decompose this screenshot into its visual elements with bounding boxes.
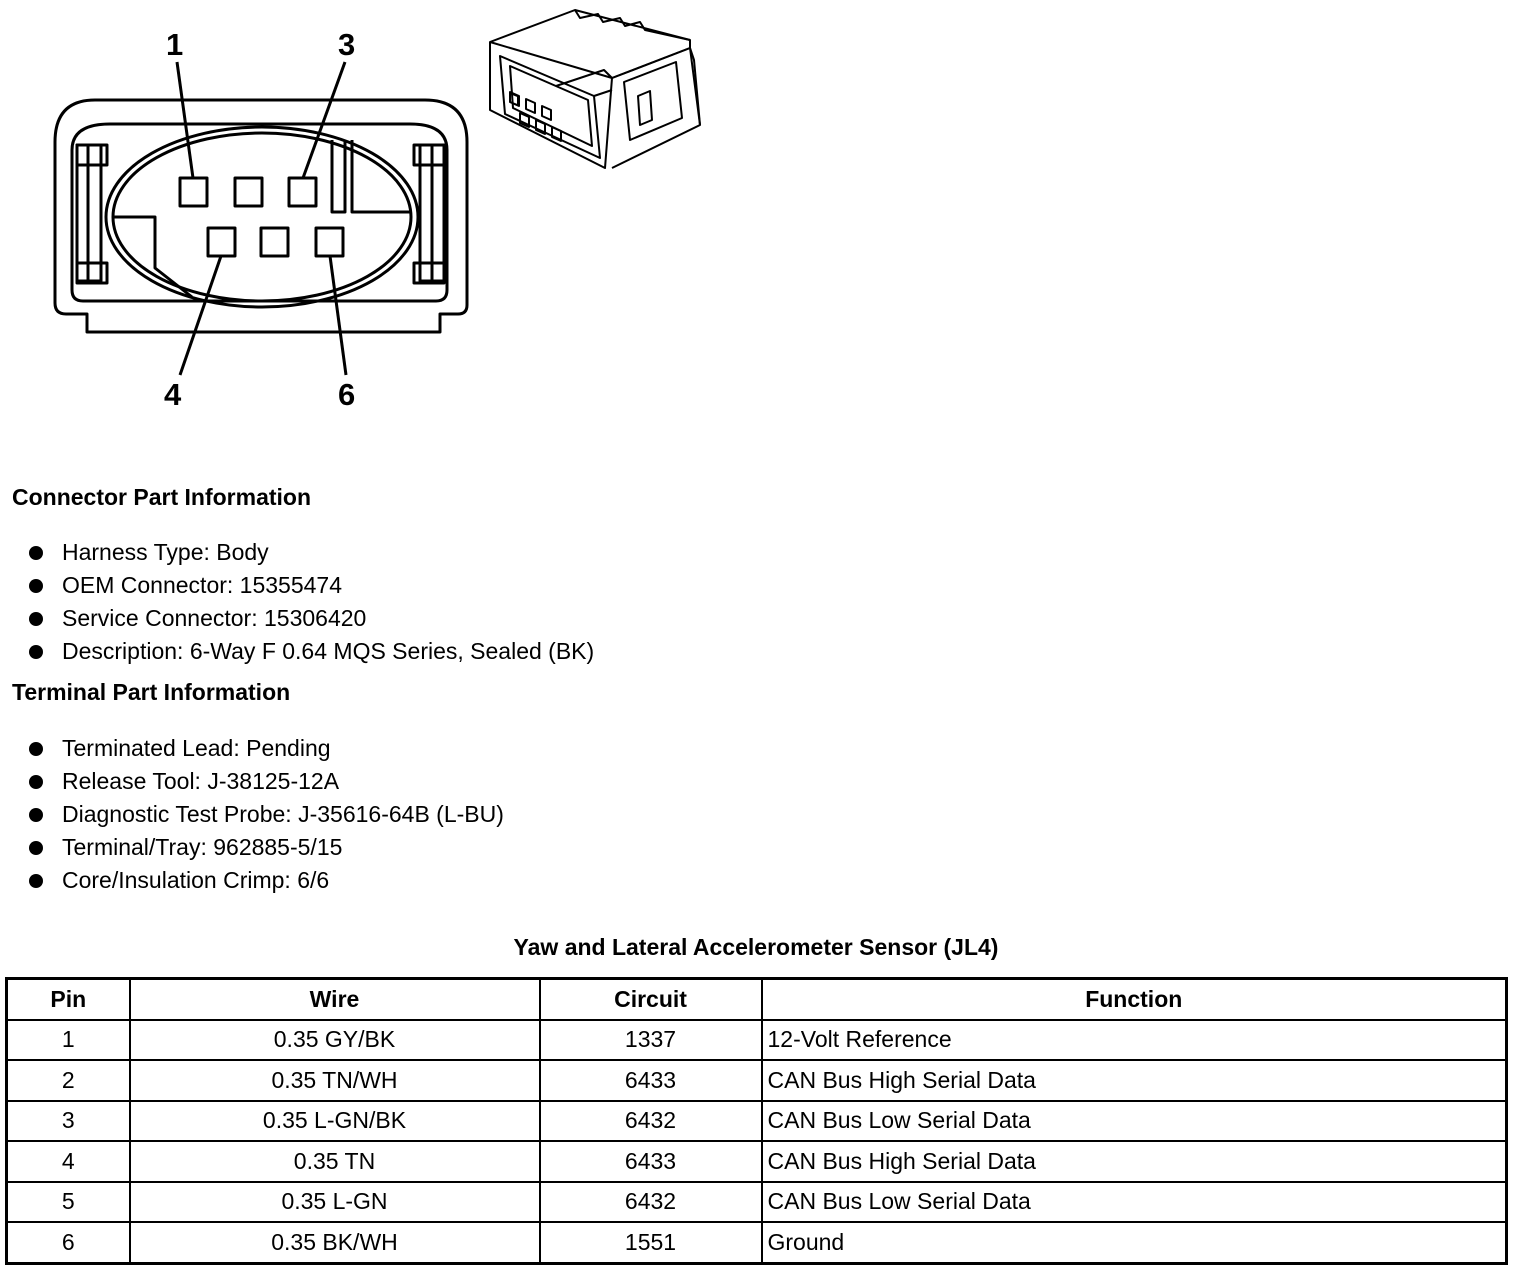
list-item: OEM Connector: 15355474 [0, 569, 594, 602]
wire-cell: 0.35 BK/WH [128, 1221, 541, 1264]
list-item: Diagnostic Test Probe: J-35616-64B (L-BU… [0, 798, 504, 831]
column-header-wire: Wire [128, 977, 541, 1021]
connector-part-info-list: Harness Type: Body OEM Connector: 153554… [0, 536, 594, 668]
list-item-text: Terminated Lead: Pending [62, 735, 331, 761]
pin-cell: 3 [5, 1099, 131, 1142]
list-item-text: Core/Insulation Crimp: 6/6 [62, 867, 330, 893]
column-header-function: Function [760, 977, 1508, 1021]
list-item-text: Diagnostic Test Probe: J-35616-64B (L-BU… [62, 801, 504, 827]
pin-cell: 2 [5, 1059, 131, 1102]
pin-cavity-6 [314, 226, 345, 258]
pin-cell: 5 [5, 1180, 131, 1223]
bullet-icon [29, 808, 43, 822]
wire-cell: 0.35 TN [128, 1140, 541, 1183]
terminal-part-info-heading: Terminal Part Information [12, 679, 291, 705]
bullet-icon [29, 546, 43, 560]
function-cell: Ground [760, 1221, 1508, 1264]
connector-part-info-heading: Connector Part Information [12, 484, 312, 510]
circuit-cell: 1551 [538, 1221, 763, 1264]
leader-line-pin-6 [328, 255, 348, 376]
function-cell: CAN Bus High Serial Data [760, 1140, 1508, 1183]
pinout-table: Pin Wire Circuit Function 1 0.35 GY/BK 1… [5, 977, 1508, 1265]
pin-cell: 4 [5, 1140, 131, 1183]
circuit-cell: 6432 [538, 1180, 763, 1223]
list-item-text: Harness Type: Body [62, 539, 269, 565]
circuit-cell: 6432 [538, 1099, 763, 1142]
pin-cavity-3 [287, 176, 318, 208]
callout-pin-4: 4 [164, 377, 182, 412]
list-item: Core/Insulation Crimp: 6/6 [0, 864, 504, 897]
table-row: 6 0.35 BK/WH 1551 Ground [5, 1221, 1508, 1264]
callout-pin-3: 3 [338, 27, 355, 62]
pin-cell: 6 [5, 1221, 131, 1264]
bullet-icon [29, 841, 43, 855]
list-item-text: Description: 6-Way F 0.64 MQS Series, Se… [62, 638, 595, 664]
connector-diagram: 1 3 4 6 [53, 9, 701, 412]
circuit-cell: 1337 [538, 1018, 763, 1061]
table-row: 2 0.35 TN/WH 6433 CAN Bus High Serial Da… [5, 1059, 1508, 1102]
connector-face-view [53, 61, 469, 376]
pin-cavity-2 [233, 176, 264, 208]
bullet-icon [29, 874, 43, 888]
function-cell: CAN Bus Low Serial Data [760, 1180, 1508, 1223]
list-item: Terminated Lead: Pending [0, 732, 504, 765]
wire-cell: 0.35 L-GN [128, 1180, 541, 1223]
table-row: 4 0.35 TN 6433 CAN Bus High Serial Data [5, 1140, 1508, 1183]
connector-3d-illustration [489, 9, 701, 169]
wire-cell: 0.35 L-GN/BK [128, 1099, 541, 1142]
function-cell: 12-Volt Reference [760, 1018, 1508, 1061]
list-item: Description: 6-Way F 0.64 MQS Series, Se… [0, 635, 594, 668]
pin-cavity-4 [206, 226, 237, 258]
leader-line-pin-4 [178, 255, 223, 376]
pin-cavity-1 [178, 176, 209, 208]
leader-line-pin-1 [175, 61, 195, 179]
function-cell: CAN Bus High Serial Data [760, 1059, 1508, 1102]
column-header-pin: Pin [5, 977, 131, 1021]
list-item: Harness Type: Body [0, 536, 594, 569]
list-item: Release Tool: J-38125-12A [0, 765, 504, 798]
callout-pin-6: 6 [338, 377, 355, 412]
list-item-text: OEM Connector: 15355474 [62, 572, 343, 598]
function-cell: CAN Bus Low Serial Data [760, 1099, 1508, 1142]
circuit-cell: 6433 [538, 1140, 763, 1183]
wire-cell: 0.35 TN/WH [128, 1059, 541, 1102]
bullet-icon [29, 612, 43, 626]
bullet-icon [29, 579, 43, 593]
list-item-text: Release Tool: J-38125-12A [62, 768, 340, 794]
table-row: 5 0.35 L-GN 6432 CAN Bus Low Serial Data [5, 1180, 1508, 1223]
table-row: 3 0.35 L-GN/BK 6432 CAN Bus Low Serial D… [5, 1099, 1508, 1142]
pinout-table-title: Yaw and Lateral Accelerometer Sensor (JL… [513, 934, 999, 960]
list-item-text: Service Connector: 15306420 [62, 605, 367, 631]
bullet-icon [29, 742, 43, 756]
pin-cavity-5 [259, 226, 290, 258]
list-item: Service Connector: 15306420 [0, 602, 594, 635]
circuit-cell: 6433 [538, 1059, 763, 1102]
list-item-text: Terminal/Tray: 962885-5/15 [62, 834, 343, 860]
list-item: Terminal/Tray: 962885-5/15 [0, 831, 504, 864]
terminal-part-info-list: Terminated Lead: Pending Release Tool: J… [0, 732, 504, 897]
column-header-circuit: Circuit [538, 977, 763, 1021]
wire-cell: 0.35 GY/BK [128, 1018, 541, 1061]
pin-cell: 1 [5, 1018, 131, 1061]
bullet-icon [29, 645, 43, 659]
leader-line-pin-3 [301, 61, 347, 179]
table-row: 1 0.35 GY/BK 1337 12-Volt Reference [5, 1018, 1508, 1061]
table-header-row: Pin Wire Circuit Function [5, 977, 1508, 1021]
callout-pin-1: 1 [166, 27, 183, 62]
bullet-icon [29, 775, 43, 789]
